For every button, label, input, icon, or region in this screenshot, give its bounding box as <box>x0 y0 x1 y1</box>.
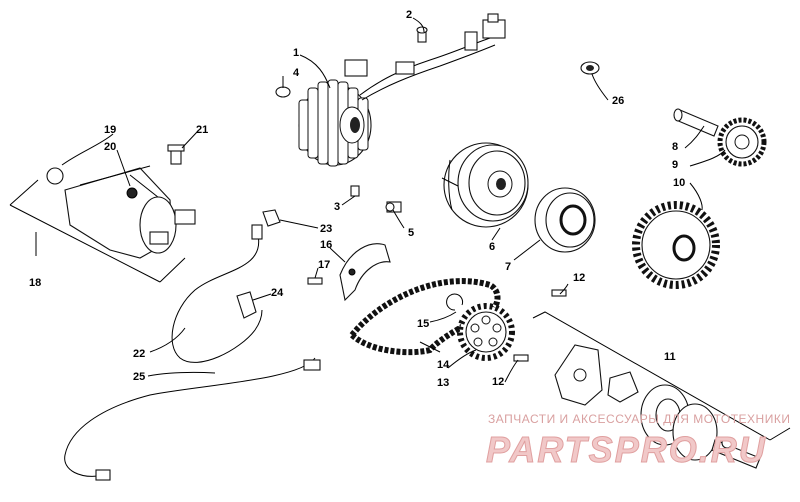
callout-25: 25 <box>133 371 145 383</box>
callout-19: 19 <box>104 124 116 136</box>
callout-4: 4 <box>293 67 300 79</box>
grommet-4-part <box>275 86 291 98</box>
bolt-21-part <box>167 144 185 165</box>
bolt-12a-part <box>551 289 567 297</box>
bolt-5-part <box>385 201 402 213</box>
callout-14: 14 <box>437 359 450 371</box>
screw-3-part <box>350 185 360 197</box>
starter-clutch-part <box>534 187 596 253</box>
starter-motor-part <box>46 165 196 259</box>
callout-11: 11 <box>664 351 676 363</box>
watermark-subtitle: ЗАПЧАСТИ И АКСЕССУАРЫ ДЛЯ МОТОТЕХНИКИ <box>488 412 790 426</box>
callout-8: 8 <box>672 141 678 153</box>
callout-10: 10 <box>673 177 685 189</box>
sprocket-part <box>457 303 515 361</box>
callout-15: 15 <box>417 318 429 330</box>
screw-17-part <box>307 277 323 285</box>
callout-26: 26 <box>612 95 624 107</box>
bolt-2-part <box>416 26 428 43</box>
leader-lines <box>35 17 726 383</box>
circlip-15-part <box>446 293 464 311</box>
stator-part <box>298 13 506 167</box>
watermark-brand: PARTSPRO.RU <box>486 429 767 470</box>
cable-25-part <box>64 357 321 481</box>
callout-21: 21 <box>196 124 208 136</box>
gear-9-part <box>717 117 767 167</box>
callout-20: 20 <box>104 141 116 153</box>
bolt-12b-part <box>513 354 529 362</box>
shaft-8-part <box>673 108 719 137</box>
callout-12a: 12 <box>573 272 585 284</box>
cable-22-part <box>171 209 281 363</box>
callout-16: 16 <box>320 239 332 251</box>
callout-5: 5 <box>408 227 414 239</box>
oil-pump-part <box>554 344 761 469</box>
washer-26-part <box>580 61 600 75</box>
callout-22: 22 <box>133 348 145 360</box>
callout-23: 23 <box>320 223 332 235</box>
callout-13: 13 <box>437 377 449 389</box>
cap-24-part <box>236 291 257 319</box>
gear-10-part <box>632 201 720 289</box>
callout-6: 6 <box>489 241 495 253</box>
callout-1: 1 <box>293 47 299 59</box>
callout-7: 7 <box>505 261 511 273</box>
callout-18: 18 <box>29 277 41 289</box>
callout-12b: 12 <box>492 376 504 388</box>
callout-24: 24 <box>271 287 284 299</box>
callout-9: 9 <box>672 159 678 171</box>
callout-17: 17 <box>318 259 330 271</box>
callout-3: 3 <box>334 201 340 213</box>
chain-guide-part <box>339 243 391 302</box>
flywheel-part <box>443 142 529 228</box>
callout-2: 2 <box>406 9 412 21</box>
